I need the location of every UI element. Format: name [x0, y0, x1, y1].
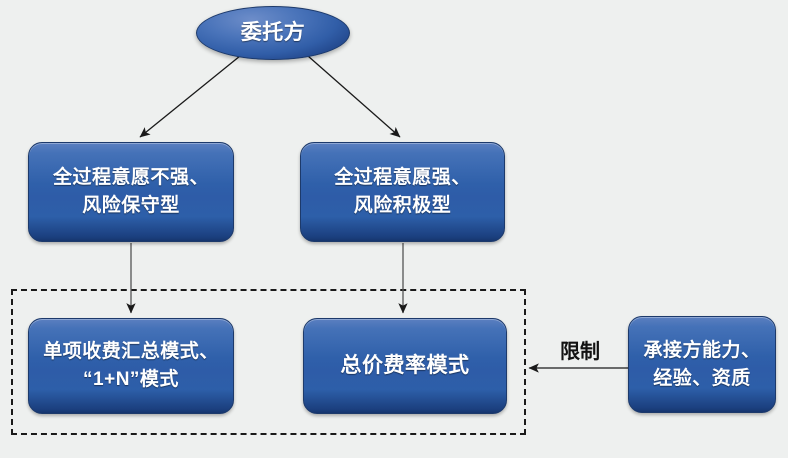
node-low-will[interactable]: 全过程意愿不强、 风险保守型 [28, 142, 234, 242]
node-high-will-label: 全过程意愿强、 风险积极型 [328, 164, 477, 219]
node-lumpsum-rate-mode[interactable]: 总价费率模式 [303, 318, 507, 414]
node-contractor-capability-label-line2: 经验、资质 [653, 367, 751, 389]
node-lumpsum-rate-mode-label: 总价费率模式 [340, 353, 470, 377]
node-high-will-label-line1: 全过程意愿强、 [334, 167, 471, 189]
dashed-group-boundary [11, 289, 526, 435]
node-itemized-mode-label-line2: “1+N”模式 [83, 369, 179, 390]
node-contractor-capability-label: 承接方能力、 经验、资质 [637, 337, 766, 392]
node-low-will-label-line2: 风险保守型 [82, 195, 180, 216]
node-client-label: 委托方 [240, 20, 306, 44]
edge-client-to-low-will [139, 55, 241, 138]
node-high-will-label-line2: 风险积极型 [353, 195, 452, 216]
node-itemized-mode-label-line1: 单项收费汇总模式、 [43, 341, 219, 363]
node-low-will-label: 全过程意愿不强、 风险保守型 [47, 164, 215, 219]
edge-client-to-high-will [307, 55, 401, 138]
edge-label-restriction: 限制 [560, 341, 600, 363]
node-contractor-capability[interactable]: 承接方能力、 经验、资质 [628, 316, 776, 413]
node-low-will-label-line1: 全过程意愿不强、 [52, 167, 209, 189]
node-itemized-mode[interactable]: 单项收费汇总模式、 “1+N”模式 [28, 318, 234, 414]
node-high-will[interactable]: 全过程意愿强、 风险积极型 [300, 142, 505, 242]
node-client[interactable]: 委托方 [196, 6, 350, 60]
node-contractor-capability-label-line1: 承接方能力、 [643, 339, 761, 361]
node-itemized-mode-label: 单项收费汇总模式、 “1+N”模式 [37, 338, 225, 393]
